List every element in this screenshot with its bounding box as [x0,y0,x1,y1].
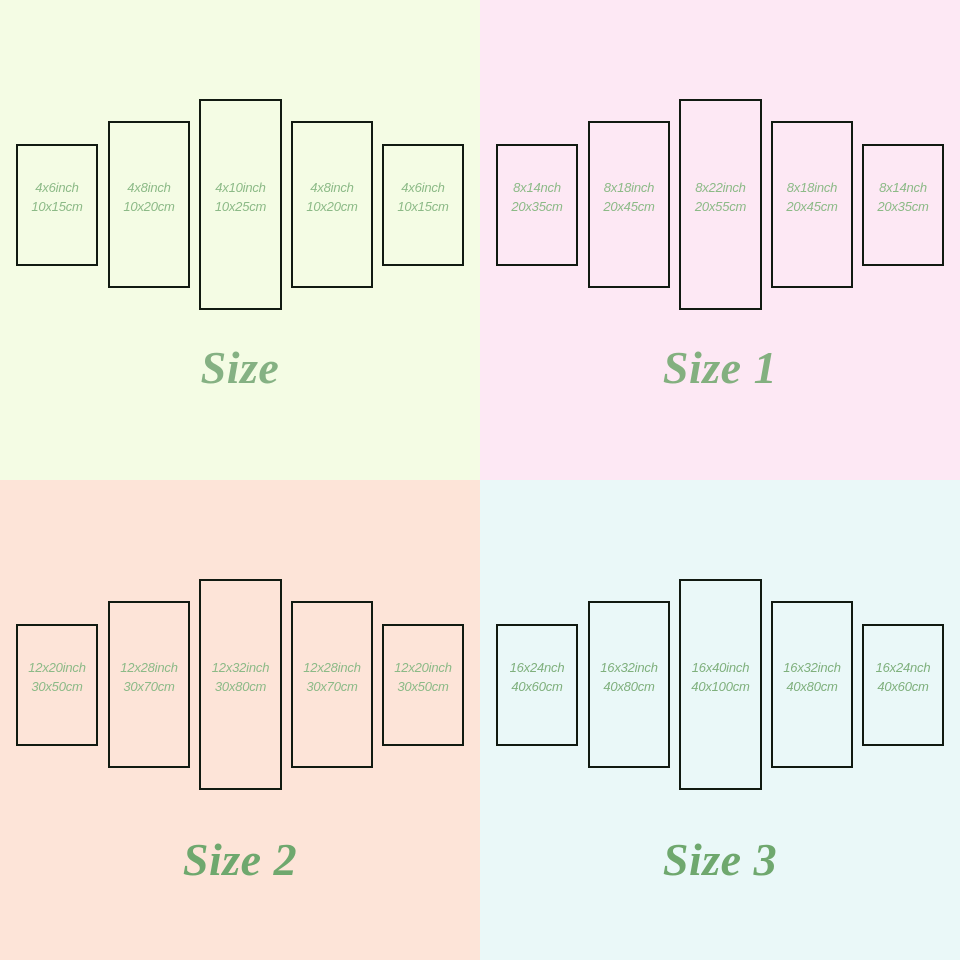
quadrant-size-1: 8x14nch 20x35cm 8x18inch 20x45cm 8x22inc… [480,0,960,480]
frame-panel [771,601,853,768]
frame-panel [16,144,98,266]
frame-panel [291,121,373,288]
panel-set: 12x20inch 30x50cm 12x28inch 30x70cm 12x3… [0,480,480,820]
frame-panel [199,579,282,790]
frame-panel [108,601,190,768]
frame-panel [199,99,282,310]
quadrant-size-2: 12x20inch 30x50cm 12x28inch 30x70cm 12x3… [0,480,480,960]
frame-panel [679,579,762,790]
frame-panel [588,121,670,288]
quadrant-size: 4x6inch 10x15cm 4x8inch 10x20cm 4x10inch… [0,0,480,480]
frame-panel [496,144,578,266]
frame-panel [291,601,373,768]
quadrant-heading: Size 1 [662,342,778,393]
quadrant-heading: Size 3 [662,834,778,885]
frame-panel [679,99,762,310]
frame-panel [862,624,944,746]
panel-set: 4x6inch 10x15cm 4x8inch 10x20cm 4x10inch… [0,0,480,340]
frame-panel [382,624,464,746]
panel-set: 8x14nch 20x35cm 8x18inch 20x45cm 8x22inc… [480,0,960,340]
frame-panel [382,144,464,266]
quadrant-heading: Size [200,342,280,393]
panel-set: 16x24nch 40x60cm 16x32inch 40x80cm 16x40… [480,480,960,820]
quadrant-size-3: 16x24nch 40x60cm 16x32inch 40x80cm 16x40… [480,480,960,960]
frame-panel [16,624,98,746]
frame-panel [496,624,578,746]
frame-panel [771,121,853,288]
quadrant-heading: Size 2 [182,834,298,885]
frame-panel [108,121,190,288]
frame-panel [862,144,944,266]
frame-panel [588,601,670,768]
